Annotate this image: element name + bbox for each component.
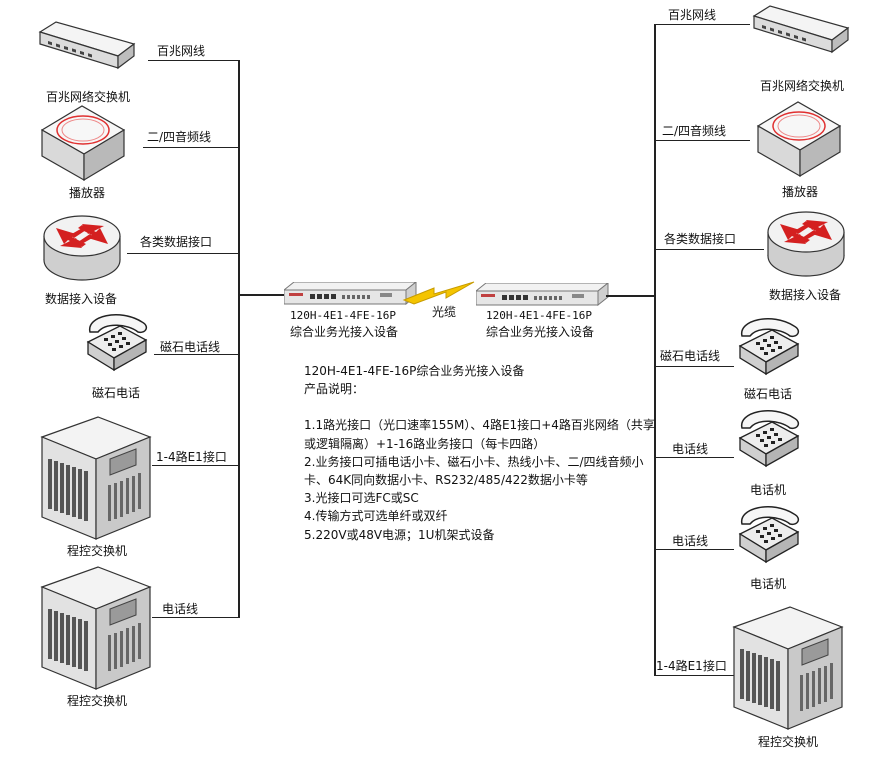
- right-phone2-link-label: 电话线: [672, 534, 709, 548]
- product-notes: 120H-4E1-4FE-16P综合业务光接入设备 产品说明： 1.1路光接口（…: [304, 362, 656, 544]
- right-unit-caption: 综合业务光接入设备: [486, 325, 595, 339]
- right-trunk-line: [606, 295, 654, 297]
- right-player-caption: 播放器: [782, 185, 819, 199]
- notes-item: 5.220V或48V电源；1U机架式设备: [304, 527, 495, 542]
- link-line: [154, 354, 238, 356]
- link-line: [654, 249, 764, 251]
- left-pbx2-caption: 程控交换机: [67, 694, 128, 708]
- notes-title: 120H-4E1-4FE-16P综合业务光接入设备: [304, 364, 525, 378]
- right-switch-caption: 百兆网络交换机: [760, 79, 845, 93]
- left-trunk-line: [238, 294, 286, 296]
- left-bus-line: [238, 60, 240, 618]
- left-magneto-link-label: 磁石电话线: [160, 340, 221, 354]
- link-line: [654, 140, 750, 142]
- right-access-unit-icon: [476, 283, 609, 306]
- switch-icon: [753, 5, 849, 53]
- left-unit-model: 120H-4E1-4FE-16P: [290, 309, 396, 322]
- link-line: [143, 147, 238, 149]
- fiber-label: 光缆: [432, 305, 457, 319]
- telephone-icon: [739, 318, 800, 375]
- router-icon: [767, 211, 845, 277]
- left-switch-link-label: 百兆网线: [157, 44, 206, 58]
- right-player-link-label: 二/四音频线: [662, 124, 727, 138]
- link-line: [127, 253, 238, 255]
- left-magneto-caption: 磁石电话: [92, 386, 141, 400]
- pbx-icon: [733, 606, 843, 730]
- left-pbx1-link-label: 1-4路E1接口: [156, 450, 227, 464]
- right-magneto-caption: 磁石电话: [744, 387, 793, 401]
- telephone-icon: [739, 410, 800, 467]
- left-player-caption: 播放器: [69, 186, 106, 200]
- link-line: [152, 465, 238, 467]
- left-router-caption: 数据接入设备: [45, 292, 118, 306]
- left-unit-caption: 综合业务光接入设备: [290, 325, 399, 339]
- right-phone2-caption: 电话机: [750, 577, 787, 591]
- pbx-icon: [41, 566, 151, 690]
- left-pbx2-link-label: 电话线: [162, 602, 199, 616]
- right-unit-model: 120H-4E1-4FE-16P: [486, 309, 592, 322]
- right-phone1-caption: 电话机: [750, 483, 787, 497]
- left-player-link-label: 二/四音频线: [147, 130, 212, 144]
- right-pbx-link-label: 1-4路E1接口: [656, 659, 727, 673]
- router-icon: [43, 215, 121, 281]
- link-line: [654, 366, 734, 368]
- link-line: [654, 549, 734, 551]
- notes-item: 3.光接口可选FC或SC: [304, 491, 419, 506]
- fiber-link-icon: [402, 281, 475, 305]
- left-router-link-label: 各类数据接口: [140, 235, 213, 249]
- pbx-icon: [41, 416, 151, 540]
- right-router-caption: 数据接入设备: [769, 288, 842, 302]
- link-line: [148, 60, 238, 62]
- link-line: [654, 457, 734, 459]
- notes-item: 2.业务接口可插电话小卡、磁石小卡、热线小卡、二/四线音频小卡、64K同向数据小…: [304, 454, 644, 488]
- switch-icon: [39, 21, 135, 69]
- right-phone1-link-label: 电话线: [672, 442, 709, 456]
- left-access-unit-icon: [284, 282, 417, 305]
- right-switch-link-label: 百兆网线: [668, 8, 717, 22]
- right-router-link-label: 各类数据接口: [664, 232, 737, 246]
- left-pbx1-caption: 程控交换机: [67, 544, 128, 558]
- notes-subtitle: 产品说明：: [304, 382, 365, 397]
- player-icon: [41, 105, 125, 181]
- right-bus-line: [654, 24, 656, 676]
- notes-item: 4.传输方式可选单纤或双纤: [304, 509, 448, 524]
- left-switch-caption: 百兆网络交换机: [46, 90, 131, 104]
- player-icon: [757, 101, 841, 177]
- link-line: [152, 617, 238, 619]
- right-magneto-link-label: 磁石电话线: [660, 349, 721, 363]
- link-line: [654, 24, 750, 26]
- telephone-icon: [87, 314, 148, 371]
- telephone-icon: [739, 506, 800, 563]
- right-pbx-caption: 程控交换机: [758, 735, 819, 749]
- link-line: [654, 675, 734, 677]
- notes-item: 1.1路光接口（光口速率155M）、4路E1接口+4路百兆网络（共享或逻辑隔离）…: [304, 418, 655, 451]
